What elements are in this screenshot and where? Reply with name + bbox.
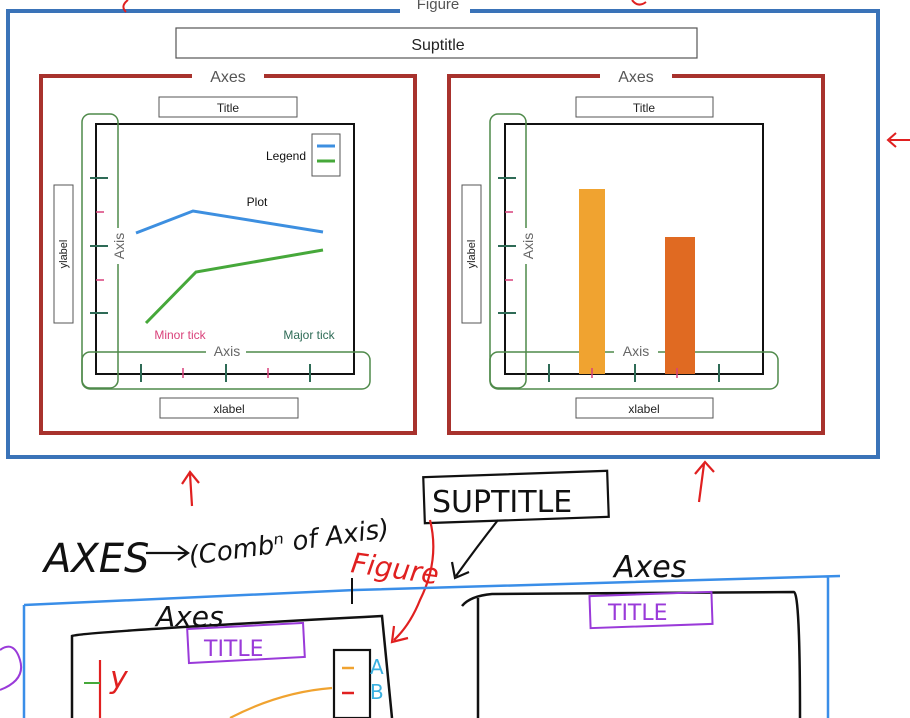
sketch-orange-curve [229,686,333,718]
left-x-axis-label: Axis [214,343,240,359]
figure-label: Figure [417,0,460,13]
left-xlabel-label: xlabel [213,402,244,416]
red-mark-top-left [122,0,129,13]
right-x-axis-label: Axis [623,343,649,359]
left-axes-label: Axes [210,69,246,86]
right-title-label: Title [633,101,656,115]
note-legend-a: A [370,655,384,679]
right-axes: Axes Title ylabel xlabel Axis Axis [447,68,825,435]
figure-label-mask [400,0,470,16]
left-axes-label-mask [192,68,264,84]
sketch-right-axes [461,590,802,718]
red-up-arrow-right [694,460,715,503]
note-suptitle-box [422,469,610,525]
left-blue-line [135,209,324,235]
sketch-left-title-box [186,621,306,665]
right-ylabel-label: ylabel [466,240,478,269]
note-axes: AXES [41,536,149,582]
right-bar-2 [665,237,695,374]
left-plot-label: Plot [247,195,268,209]
left-axes-border [39,74,417,435]
sketch-legend-box [332,648,372,718]
right-y-axis-label-mask [521,228,537,264]
right-plot-area [504,123,764,375]
note-arrow-right [146,545,190,561]
right-axes-label-mask [600,68,672,84]
left-green-line [144,248,324,325]
right-y-axis-label: Axis [520,233,536,259]
major-tick-label: Major tick [283,328,335,342]
note-legend-b: B [370,680,384,704]
red-arrow-right-edge [886,132,910,148]
left-xlabel-box [159,397,299,419]
note-title-right: TITLE [607,601,668,626]
minor-tick-label: Minor tick [154,328,206,342]
right-axes-label: Axes [618,69,654,86]
sketch-purple-scribble [0,645,22,691]
suptitle-box [175,27,698,59]
left-title-label: Title [217,101,240,115]
right-xlabel-box [575,397,714,419]
left-ylabel-box [53,184,74,324]
suptitle-label: Suptitle [411,37,464,54]
note-y: y [109,661,129,696]
note-title-left: TITLE [203,637,264,662]
right-xlabel-label: xlabel [628,402,659,416]
sketch-left-axes [70,614,394,718]
note-suptitle-arrow [450,519,499,580]
right-ylabel-box [461,184,482,324]
left-title-box [158,96,298,118]
note-suptitle: SUPTITLE [432,485,572,520]
note-axes-right: Axes [612,550,686,585]
left-legend-box [311,133,341,177]
left-y-axis-label-mask [112,228,128,264]
red-up-arrow-left [181,470,200,507]
left-legend-label: Legend [266,149,306,163]
left-ylabel-label: ylabel [58,240,70,269]
sketch-figure-border [22,574,841,718]
right-bar-1 [579,189,605,374]
sketch-right-title-box [588,590,714,630]
left-axes: Axes Title ylabel xlabel Axis Axis Pl [39,68,417,435]
right-title-box [575,96,714,118]
red-mark-top-right [631,0,647,6]
right-x-axis-label-mask [614,343,658,359]
left-y-axis-label: Axis [111,233,127,259]
left-x-axis-label-mask [206,343,246,359]
note-figure-arrow [390,519,435,644]
